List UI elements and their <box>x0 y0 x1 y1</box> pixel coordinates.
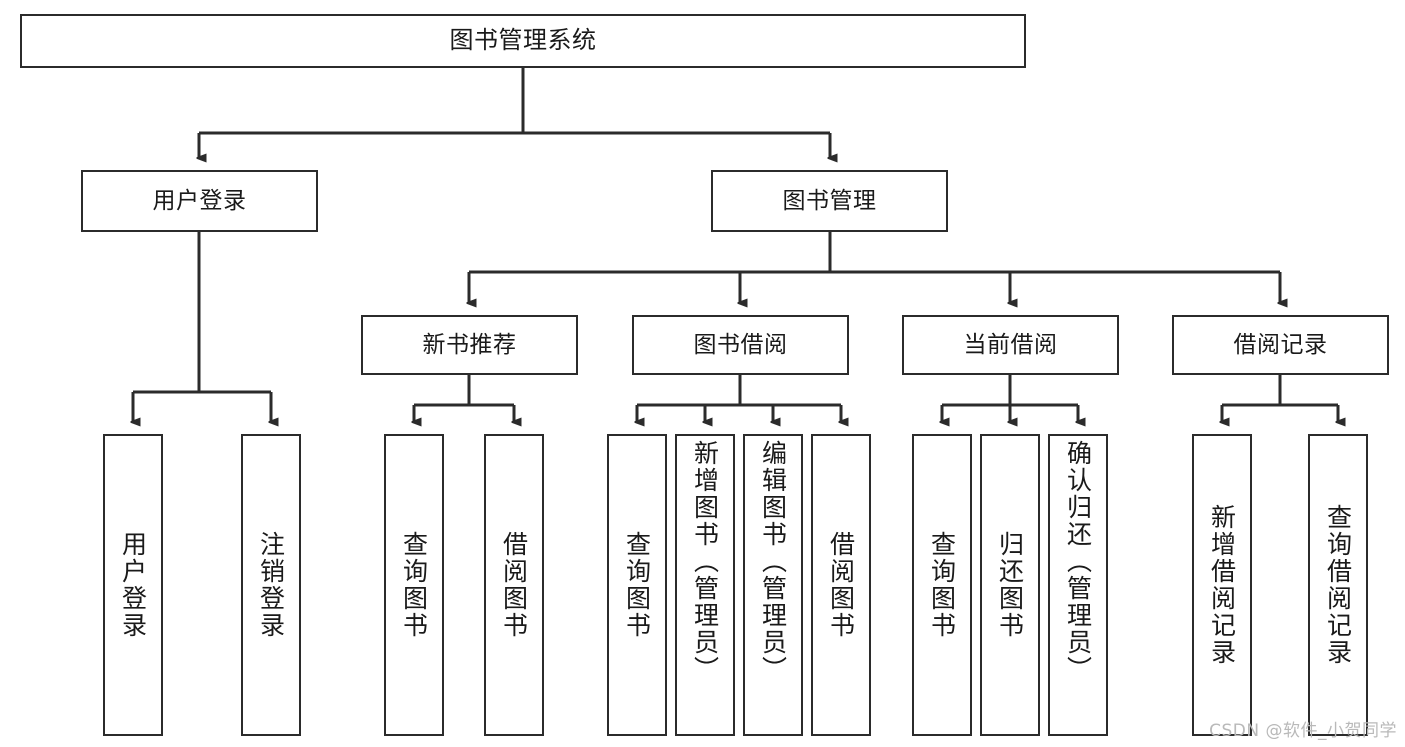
node-label: 借阅图书 <box>826 531 856 639</box>
leaf-user-login[interactable]: 用户登录 <box>103 434 163 736</box>
node-book-manage[interactable]: 图书管理 <box>711 170 948 232</box>
node-label: 用户登录 <box>118 531 148 639</box>
node-label: 用户登录 <box>152 187 247 214</box>
node-borrow-record[interactable]: 借阅记录 <box>1172 315 1389 375</box>
node-label: 图书借阅 <box>693 331 788 358</box>
leaf-query-book-new-recommend[interactable]: 查询图书 <box>384 434 444 736</box>
node-label: 借阅图书 <box>499 531 529 639</box>
node-user-login[interactable]: 用户登录 <box>81 170 318 232</box>
node-book-management-system[interactable]: 图书管理系统 <box>20 14 1026 68</box>
node-label: 编辑图书（管理员） <box>758 440 788 683</box>
node-label: 归还图书 <box>995 531 1025 639</box>
leaf-query-book-current[interactable]: 查询图书 <box>912 434 972 736</box>
leaf-edit-book-admin[interactable]: 编辑图书（管理员） <box>743 434 803 736</box>
node-label: 注销登录 <box>256 531 286 639</box>
leaf-borrow-book-new-recommend[interactable]: 借阅图书 <box>484 434 544 736</box>
node-label: 查询图书 <box>622 531 652 639</box>
node-label: 查询图书 <box>927 531 957 639</box>
node-label: 查询借阅记录 <box>1323 504 1353 666</box>
leaf-add-book-admin[interactable]: 新增图书（管理员） <box>675 434 735 736</box>
leaf-return-book[interactable]: 归还图书 <box>980 434 1040 736</box>
leaf-borrow-book[interactable]: 借阅图书 <box>811 434 871 736</box>
leaf-confirm-return-admin[interactable]: 确认归还（管理员） <box>1048 434 1108 736</box>
node-label: 图书管理系统 <box>449 26 597 55</box>
node-label: 图书管理 <box>782 187 877 214</box>
node-label: 当前借阅 <box>963 331 1058 358</box>
node-label: 查询图书 <box>399 531 429 639</box>
node-label: 新书推荐 <box>422 331 517 358</box>
node-book-borrow[interactable]: 图书借阅 <box>632 315 849 375</box>
node-label: 确认归还（管理员） <box>1063 440 1093 683</box>
leaf-add-borrow-record[interactable]: 新增借阅记录 <box>1192 434 1252 736</box>
node-label: 借阅记录 <box>1233 331 1328 358</box>
leaf-query-borrow-record[interactable]: 查询借阅记录 <box>1308 434 1368 736</box>
node-label: 新增借阅记录 <box>1207 504 1237 666</box>
node-current-borrow[interactable]: 当前借阅 <box>902 315 1119 375</box>
leaf-user-logout[interactable]: 注销登录 <box>241 434 301 736</box>
node-label: 新增图书（管理员） <box>690 440 720 683</box>
node-new-book-recommend[interactable]: 新书推荐 <box>361 315 578 375</box>
leaf-query-book-borrow[interactable]: 查询图书 <box>607 434 667 736</box>
